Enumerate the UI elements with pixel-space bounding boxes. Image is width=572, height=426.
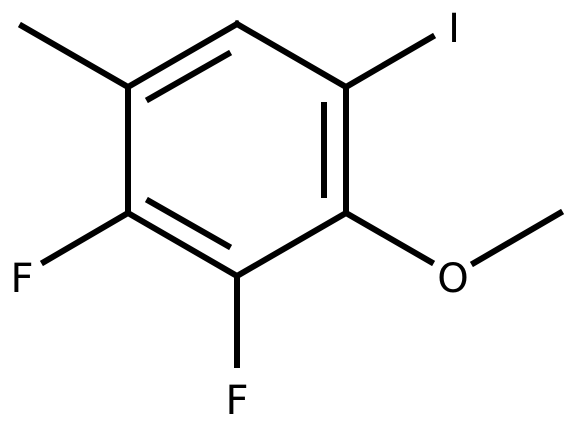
oxygen-atom-label: O: [437, 256, 468, 302]
ring-bond-top-right: [232, 19, 351, 92]
ring-double-bond-inner-top: [144, 49, 233, 104]
fluorine-left-atom-label: F: [10, 256, 33, 302]
ring-bond-top-left: [123, 19, 242, 92]
iodine-atom-label: I: [448, 6, 460, 52]
ring-bond-bottom-right: [232, 208, 351, 281]
iodine-bond: [341, 32, 437, 92]
ring-bond-bottom-left: [123, 208, 242, 281]
methyl-bond: [17, 21, 133, 92]
oxygen-bond-ring: [341, 208, 436, 267]
fluorine-left-bond: [39, 208, 133, 267]
fluorine-bottom-atom-label: F: [225, 378, 248, 424]
oxygen-bond-methyl: [469, 208, 565, 268]
ring-double-bond-inner-bottom: [144, 196, 233, 251]
